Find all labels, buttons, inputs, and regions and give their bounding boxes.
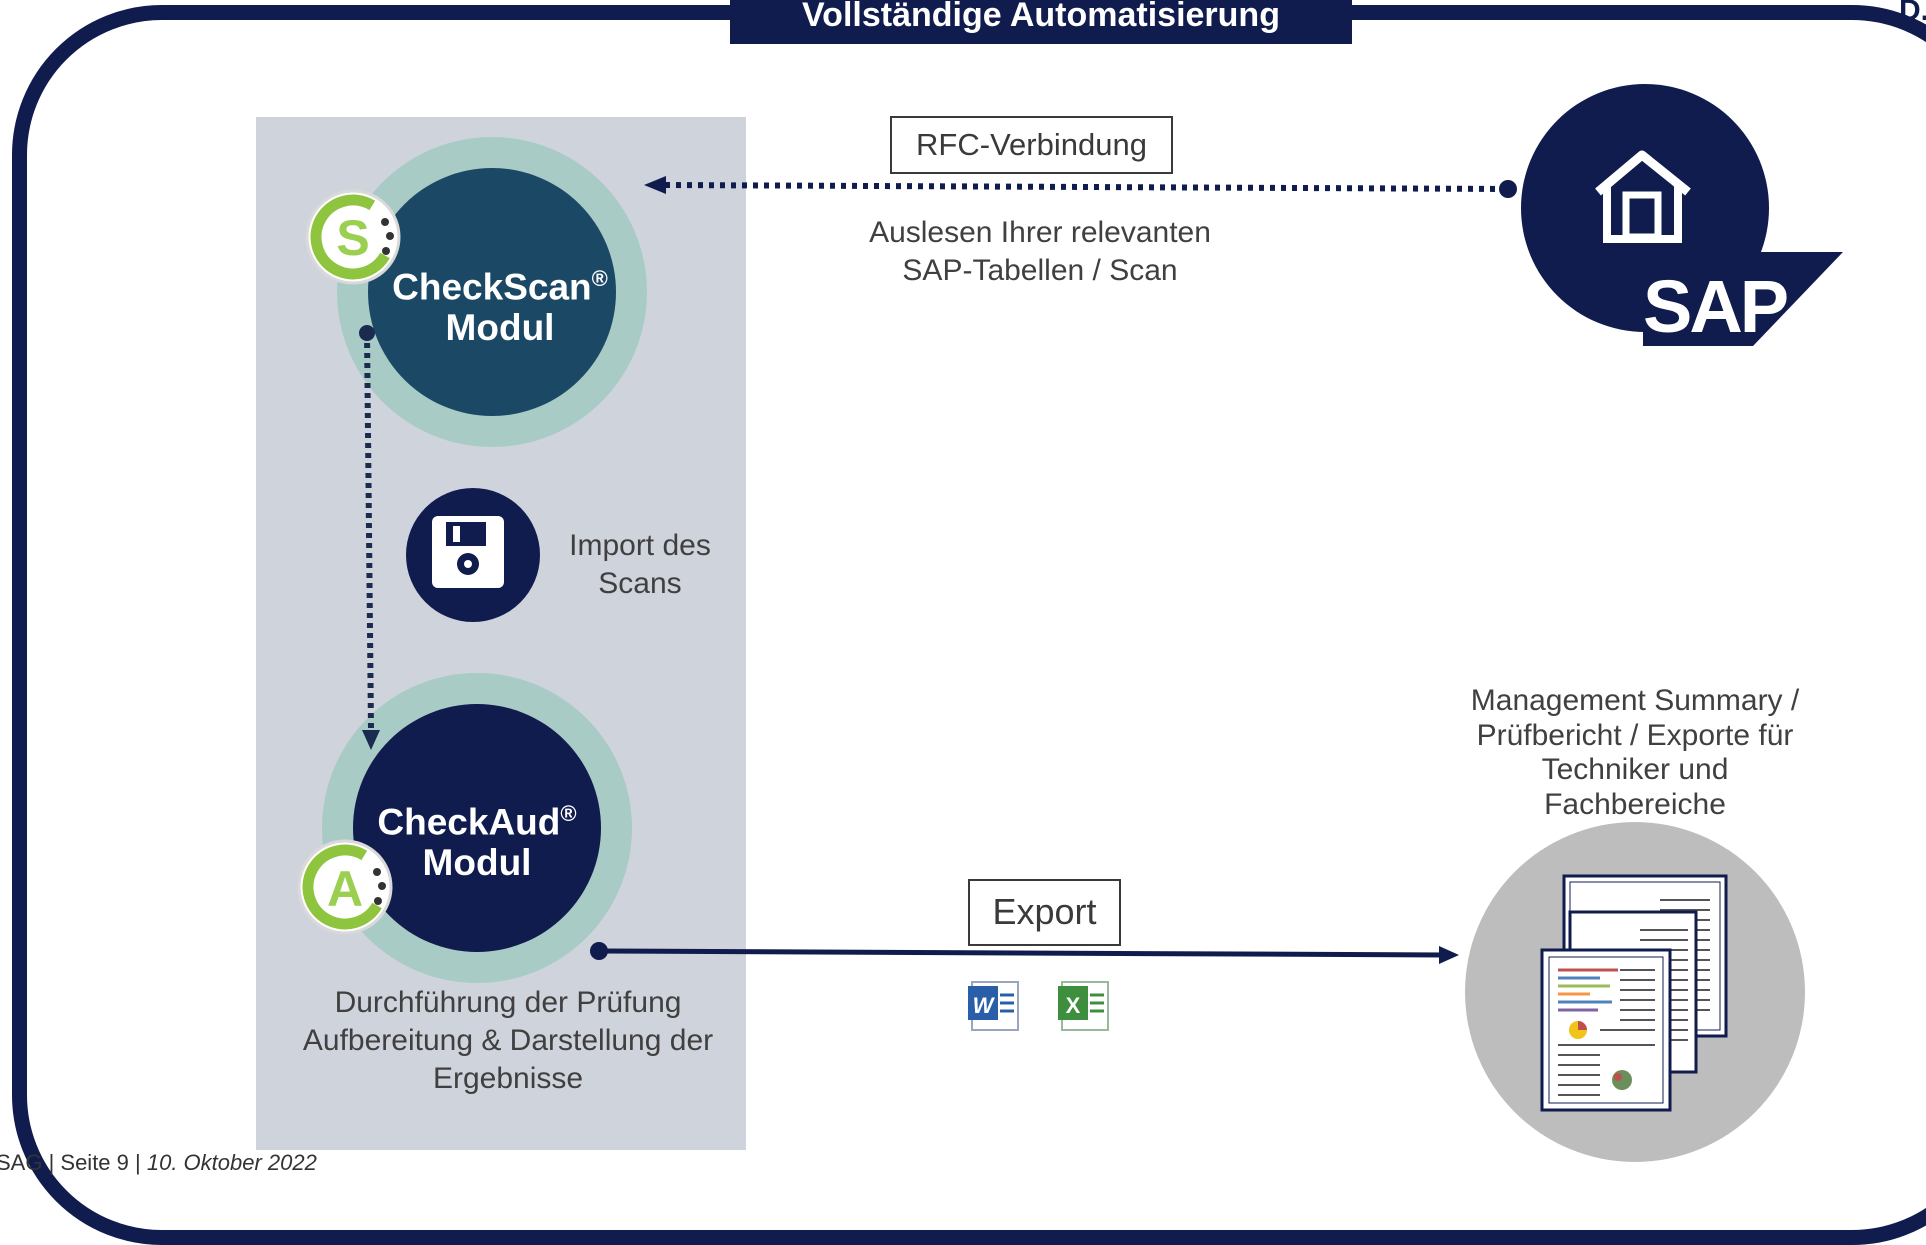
checkscan-circle xyxy=(368,168,616,416)
checkaud-badge-letter: A xyxy=(327,861,363,917)
reports-line1: Management Summary / xyxy=(1470,684,1800,717)
checkscan-reg: ® xyxy=(591,266,608,291)
checkscan-badge-letter: S xyxy=(336,210,369,266)
rfc-arrow xyxy=(644,176,1517,198)
word-icon-letter: W xyxy=(973,993,996,1018)
reports-line2: Prüfbericht / Exporte für xyxy=(1476,718,1794,752)
process-line3: Ergebnisse xyxy=(432,1062,584,1095)
checkscan-sub: Modul xyxy=(445,307,555,349)
rfc-label-text: RFC-Verbindung xyxy=(916,127,1147,162)
import-line1: Import des xyxy=(569,529,711,562)
process-line2: Aufbereitung & Darstellung der xyxy=(302,1024,714,1057)
checkaud-module-label: CheckAud® Modul xyxy=(347,793,607,883)
word-icon: W xyxy=(968,981,1019,1031)
rfc-description: Auslesen Ihrer relevanten SAP-Tabellen /… xyxy=(820,214,1260,290)
reports-line3: Techniker und xyxy=(1541,753,1729,786)
corner-text: D. xyxy=(1899,0,1926,27)
page-title: Vollständige Automatisierung xyxy=(730,0,1352,44)
checkaud-sub: Modul xyxy=(422,842,532,884)
footer: SAG | Seite 9 | 10. Oktober 2022 xyxy=(0,1150,317,1176)
footer-date: 10. Oktober 2022 xyxy=(146,1150,317,1175)
process-description: Durchführung der Prüfung Aufbereitung & … xyxy=(268,984,748,1098)
floppy-disk-icon xyxy=(406,488,540,622)
rfc-description-line1: Auslesen Ihrer relevanten xyxy=(869,216,1211,249)
sap-registered-mark: ® xyxy=(1766,331,1777,347)
export-label-text: Export xyxy=(992,891,1097,932)
checkaud-reg: ® xyxy=(560,801,577,826)
checkscan-badge-icon: S xyxy=(305,189,401,285)
import-line2: Scans xyxy=(598,567,682,600)
process-line1: Durchführung der Prüfung xyxy=(334,986,682,1019)
rfc-description-line2: SAP-Tabellen / Scan xyxy=(902,254,1178,287)
reports-description: Management Summary / Prüfbericht / Expor… xyxy=(1420,684,1850,822)
excel-icon-letter: X xyxy=(1066,993,1081,1018)
sap-logo: SAP ® xyxy=(1643,252,1843,348)
checkscan-name: CheckScan xyxy=(392,266,592,308)
documents-icon xyxy=(1465,822,1805,1162)
import-scans-label: Import des Scans xyxy=(550,527,730,603)
checkscan-module-label: CheckScan® Modul xyxy=(370,258,630,348)
reports-line4: Fachbereiche xyxy=(1544,787,1726,821)
checkaud-circle xyxy=(353,704,601,952)
rfc-connection-label: RFC-Verbindung xyxy=(890,116,1173,174)
export-label: Export xyxy=(968,879,1121,946)
diagram-graphics: S A SAP ® xyxy=(297,84,1843,1162)
checkaud-name: CheckAud xyxy=(377,801,561,843)
excel-icon: X xyxy=(1058,981,1109,1031)
sap-logo-text: SAP xyxy=(1643,265,1787,348)
scan-to-aud-arrow xyxy=(359,325,380,750)
footer-left: SAG | Seite 9 | xyxy=(0,1150,147,1175)
checkaud-badge-icon: A xyxy=(297,839,393,935)
export-arrow xyxy=(590,942,1459,964)
